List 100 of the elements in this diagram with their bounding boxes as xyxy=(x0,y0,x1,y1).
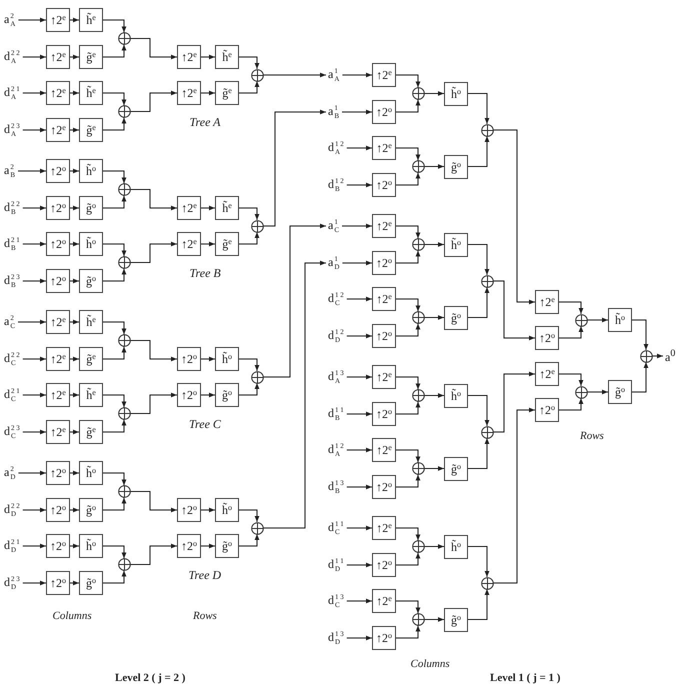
arrow xyxy=(396,625,420,638)
filter-box: g̃$^{o}$ xyxy=(444,608,468,632)
arrow xyxy=(492,408,536,584)
adder-icon xyxy=(574,314,588,326)
arrow xyxy=(238,232,260,244)
adder-icon xyxy=(118,105,130,118)
upsampler-box: ↑2$^{o}$ xyxy=(46,534,70,558)
arrow xyxy=(18,18,46,22)
arrow xyxy=(424,393,444,398)
arrow xyxy=(70,128,80,132)
arrow xyxy=(18,168,46,174)
arrow xyxy=(346,448,372,452)
adder-icon xyxy=(250,220,264,232)
upsampler-box: ↑2$^{e}$ xyxy=(46,347,70,371)
level-label: Level 1 ( j = 1 ) xyxy=(490,672,560,684)
arrow xyxy=(424,91,444,96)
arrow xyxy=(492,280,536,340)
filter-box: g̃$^{o}$ xyxy=(444,306,468,330)
arrow xyxy=(102,92,126,106)
upsampler-box: ↑2$^{e}$ xyxy=(372,365,396,389)
arrow xyxy=(22,356,46,362)
filter-box: h̃$^{o}$ xyxy=(444,82,468,106)
arrow xyxy=(22,242,46,246)
stage-label: Rows xyxy=(193,610,217,622)
upsampler-box: ↑2$^{e}$ xyxy=(46,383,70,407)
upsampler-box: ↑2$^{e}$ xyxy=(46,310,70,334)
arrow xyxy=(130,38,178,60)
arrow xyxy=(102,268,126,282)
arrow xyxy=(468,588,490,620)
arrow xyxy=(102,394,126,408)
filter-box: g̃$^{e}$ xyxy=(79,347,103,371)
filter-box: h̃$^{o}$ xyxy=(444,384,468,408)
tree-label: Tree A xyxy=(190,114,221,130)
filter-box: h̃$^{o}$ xyxy=(444,232,468,256)
arrow xyxy=(632,362,648,392)
arrow xyxy=(558,374,584,386)
arrow xyxy=(70,18,80,22)
upsampler-box: ↑2$^{o}$ xyxy=(372,553,396,577)
upsampler-box: ↑2$^{o}$ xyxy=(46,232,70,256)
upsampler-box: ↑2$^{o}$ xyxy=(372,324,396,348)
arrow xyxy=(102,546,126,559)
arrow xyxy=(396,250,420,264)
filter-box: h̃$^{o}$ xyxy=(79,232,103,256)
arrow xyxy=(102,20,126,33)
filter-box: g̃$^{o}$ xyxy=(444,456,468,480)
arrow xyxy=(70,580,80,586)
arrow xyxy=(130,544,178,565)
arrow xyxy=(22,90,46,96)
arrow xyxy=(238,56,260,70)
upsampler-box: ↑2$^{e}$ xyxy=(46,8,70,32)
arrow xyxy=(22,430,46,434)
arrow xyxy=(396,99,420,112)
adder-icon xyxy=(480,274,494,288)
stage-label: Columns xyxy=(410,658,450,670)
arrow xyxy=(468,286,490,318)
upsampler-box: ↑2$^{o}$ xyxy=(46,461,70,485)
filter-box: g̃$^{o}$ xyxy=(79,269,103,293)
arrow xyxy=(396,474,420,488)
filter-box: g̃$^{o}$ xyxy=(79,498,103,522)
filter-box: g̃$^{o}$ xyxy=(444,154,468,178)
arrow xyxy=(70,242,80,246)
upsampler-box: ↑2$^{o}$ xyxy=(372,402,396,426)
upsampler-box: ↑2$^{e}$ xyxy=(535,290,559,314)
arrow xyxy=(102,117,126,130)
tree-label: Tree B xyxy=(190,266,221,280)
arrow xyxy=(22,580,46,586)
upsampler-box: ↑2$^{o}$ xyxy=(177,498,201,522)
arrow xyxy=(396,528,420,541)
arrow xyxy=(342,224,372,228)
filter-box: g̃$^{e}$ xyxy=(79,45,103,69)
arrow xyxy=(200,508,216,512)
arrow xyxy=(70,508,80,512)
adder-icon xyxy=(118,407,130,420)
arrow xyxy=(102,570,126,584)
arrow xyxy=(468,438,490,469)
signal-label: a$^{0}$ xyxy=(665,349,676,363)
arrow xyxy=(70,168,80,174)
filter-box: h̃$^{e}$ xyxy=(79,81,103,105)
arrow xyxy=(70,54,80,60)
upsampler-box: ↑2$^{o}$ xyxy=(372,475,396,499)
filter-box: h̃$^{o}$ xyxy=(608,308,632,332)
adder-icon xyxy=(250,522,264,534)
arrow xyxy=(102,322,126,335)
arrow xyxy=(130,90,178,112)
arrow xyxy=(102,419,126,432)
adder-icon xyxy=(250,68,264,82)
arrow xyxy=(468,395,490,426)
filter-box: h̃$^{e}$ xyxy=(215,196,239,220)
arrow xyxy=(346,562,372,568)
adder-icon xyxy=(118,32,130,45)
upsampler-box: ↑2$^{e}$ xyxy=(372,516,396,540)
arrow xyxy=(558,326,584,338)
adder-icon xyxy=(118,183,130,196)
upsampler-box: ↑2$^{e}$ xyxy=(46,420,70,444)
arrow xyxy=(468,136,490,167)
arrow xyxy=(396,401,420,414)
arrow xyxy=(238,510,260,522)
upsampler-box: ↑2$^{e}$ xyxy=(177,196,201,220)
upsampler-box: ↑2$^{o}$ xyxy=(46,571,70,595)
arrow xyxy=(492,372,536,432)
